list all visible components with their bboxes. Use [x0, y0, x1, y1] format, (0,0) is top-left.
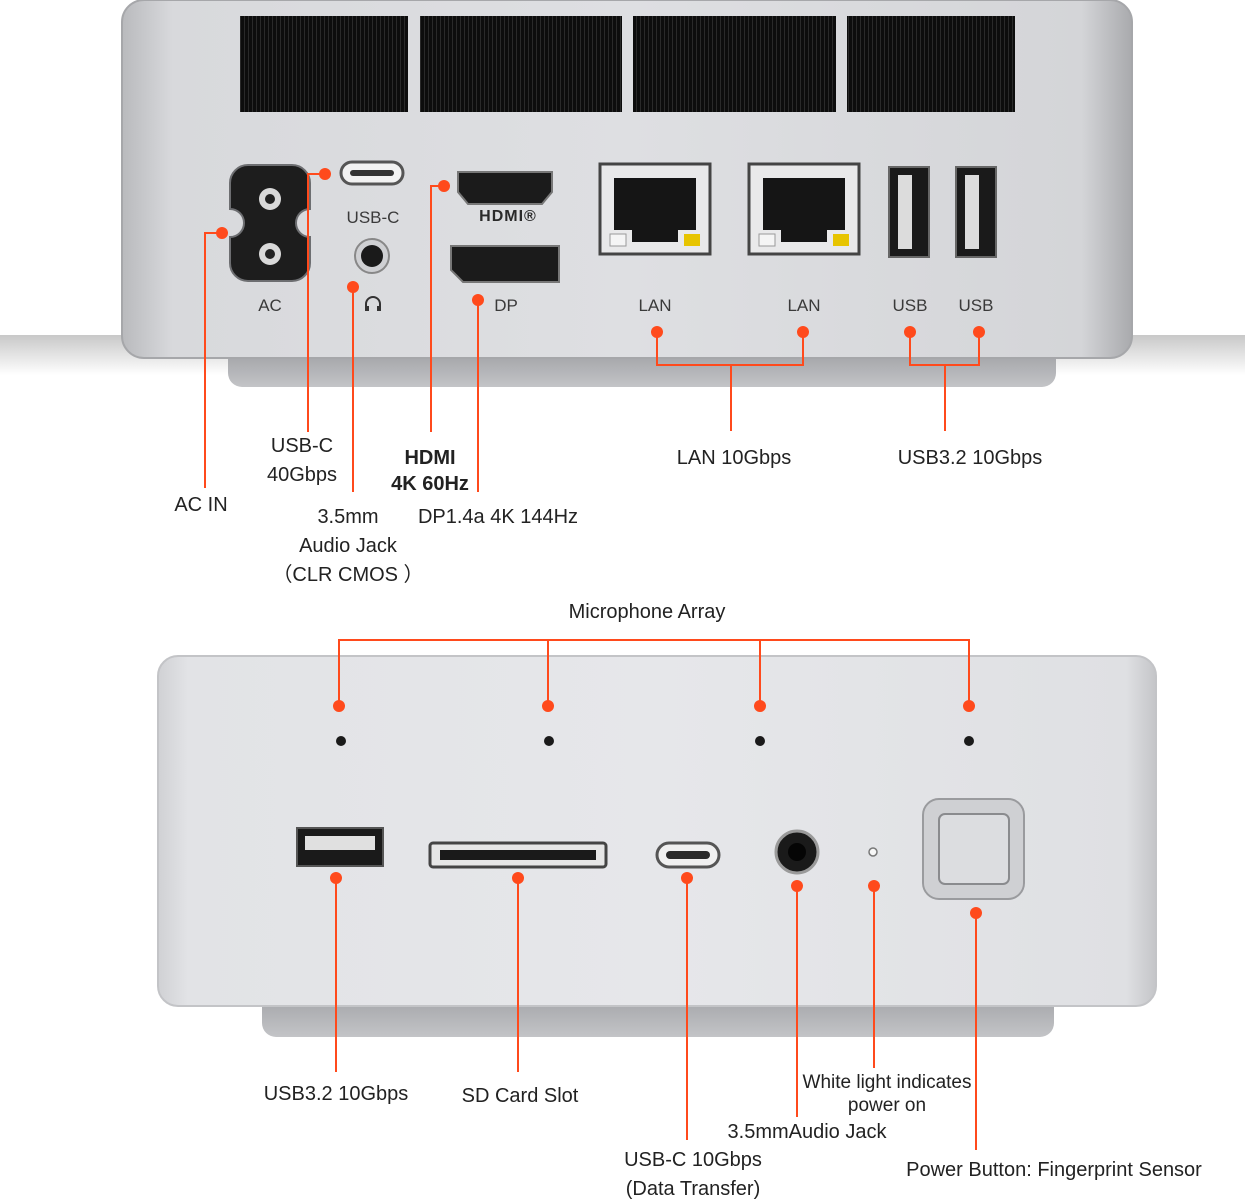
port-label-dp: DP: [494, 296, 518, 315]
front-callout-lines: [335, 639, 977, 1150]
port-label-ac: AC: [258, 296, 282, 315]
hdmi-logo: HDMI®: [479, 208, 537, 225]
callout-light-line2: power on: [847, 1095, 927, 1116]
callout-usb-front: USB3.2 10Gbps: [263, 1083, 409, 1105]
rear-callout-dots: [216, 168, 985, 338]
callout-sd-slot: SD Card Slot: [461, 1085, 579, 1107]
power-button: [922, 798, 1025, 900]
mic-holes: [336, 736, 974, 746]
port-label-usb-1: USB: [892, 296, 928, 315]
callout-audio-line1: 3.5mm: [317, 506, 379, 528]
port-label-usb-2: USB: [958, 296, 994, 315]
callout-hdmi-line1: HDMI: [404, 447, 456, 469]
front-usb-port: [296, 827, 384, 867]
callout-mic-array: Microphone Array: [568, 601, 726, 623]
callout-light-line1: White light indicates: [802, 1072, 972, 1093]
callout-power-button: Power Button: Fingerprint Sensor: [906, 1159, 1202, 1181]
callout-usbc-line1: USB-C: [270, 435, 334, 457]
lan-port-1: [598, 162, 712, 256]
callout-lan: LAN 10Gbps: [676, 447, 792, 469]
rear-usb-port-1: [888, 166, 930, 258]
hdmi-port: [457, 171, 553, 205]
callout-dp: DP1.4a 4K 144Hz: [417, 506, 579, 528]
callout-ac-in: AC IN: [174, 494, 228, 516]
callout-usbc-front-line1: USB-C 10Gbps: [624, 1149, 762, 1171]
port-label-usbc: USB-C: [346, 208, 400, 227]
port-label-lan-1: LAN: [638, 296, 672, 315]
sd-card-slot: [428, 841, 608, 869]
dp-port: [450, 245, 560, 283]
callout-usbc-line2: 40Gbps: [266, 464, 338, 486]
front-body: [158, 656, 1156, 1006]
rear-vents: [240, 16, 1015, 112]
rear-usb-port-2: [955, 166, 997, 258]
callout-usbc-front-line2: (Data Transfer): [625, 1178, 761, 1200]
port-label-lan-2: LAN: [787, 296, 821, 315]
callout-audio-front: 3.5mmAudio Jack: [727, 1121, 887, 1143]
headset-icon: [362, 296, 384, 317]
front-callout-dots: [330, 700, 982, 919]
callout-audio-line2: Audio Jack: [299, 535, 397, 557]
power-led: [868, 847, 878, 857]
lan-port-2: [747, 162, 861, 256]
callout-usb-rear: USB3.2 10Gbps: [897, 447, 1043, 469]
ac-inlet: [229, 164, 311, 282]
callout-hdmi-line2: 4K 60Hz: [391, 473, 469, 495]
callout-audio-line3: （CLR CMOS ）: [272, 564, 424, 586]
